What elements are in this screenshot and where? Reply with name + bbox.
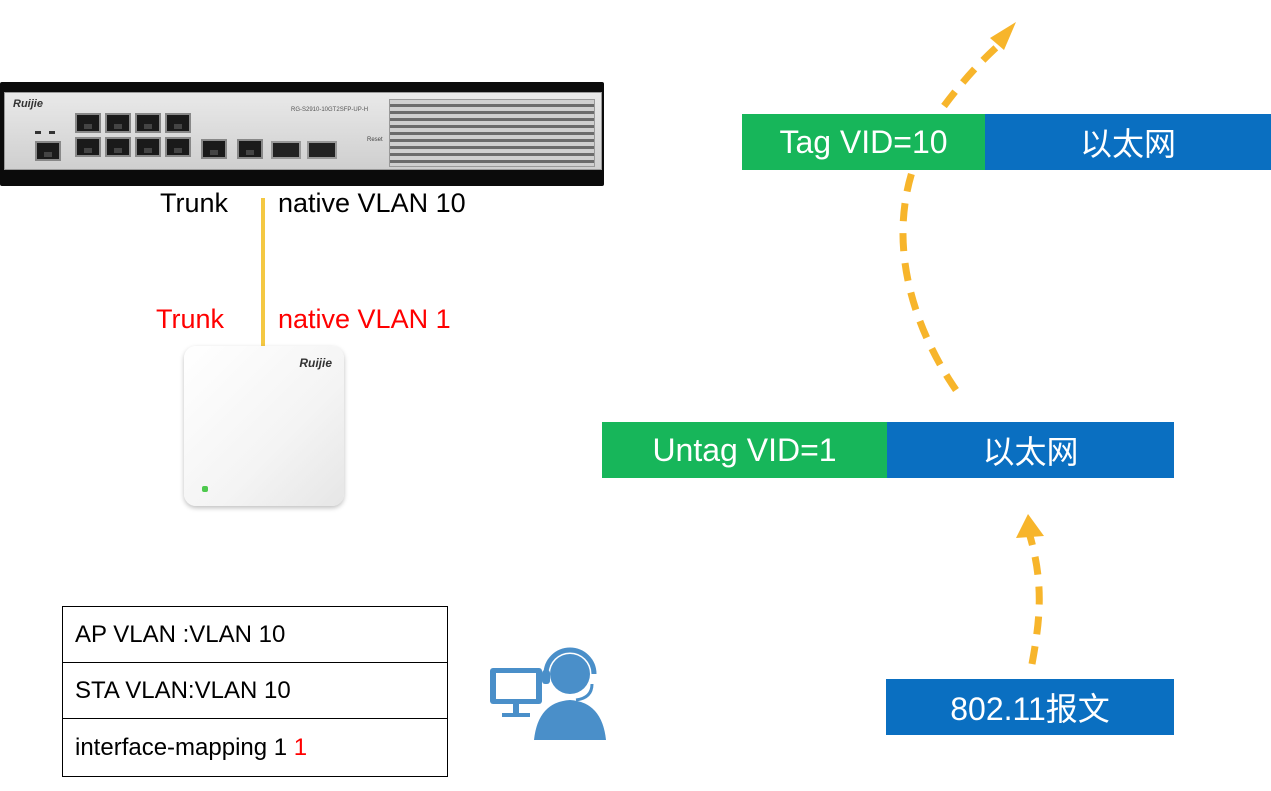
interface-mapping-row: interface-mapping 1 1 xyxy=(63,719,447,776)
switch-port-mode-label: Trunk xyxy=(160,188,229,218)
wireless-frame: 802.11报文 xyxy=(886,679,1174,735)
ap-vlan-row: AP VLAN :VLAN 10 xyxy=(63,607,447,663)
console-port xyxy=(35,141,61,161)
untag-field: Untag VID=1 xyxy=(602,422,887,478)
config-table: AP VLAN :VLAN 10 STA VLAN:VLAN 10 interf… xyxy=(62,606,448,777)
poe-led xyxy=(49,131,55,134)
ap-brand-logo: Ruijie xyxy=(299,356,332,370)
arrow-up-top xyxy=(941,41,1003,109)
arrow-up-middle xyxy=(899,170,959,392)
switch-reset-label: Reset xyxy=(367,137,383,143)
vent-grille xyxy=(389,99,595,167)
ap-port-mode-label: Trunk xyxy=(156,304,225,334)
interface-mapping-text: interface-mapping 1 xyxy=(75,733,294,761)
switch-brand-logo: Ruijie xyxy=(13,98,43,110)
tagged-frame: Tag VID=10 以太网 xyxy=(742,114,1271,170)
ethernet-port xyxy=(75,137,101,157)
ap-native-vlan-label: native VLAN 1 xyxy=(278,304,451,334)
switch-model-label: RG-S2910-10GT2SFP-UP-H xyxy=(291,107,369,113)
ap-status-led xyxy=(202,486,208,492)
uplink-port xyxy=(201,139,227,159)
ethernet-cable xyxy=(261,198,265,350)
arrow-up-bottom xyxy=(1026,535,1043,665)
ethernet-port xyxy=(135,137,161,157)
access-point-device: Ruijie xyxy=(184,346,344,506)
ethernet-port xyxy=(165,113,191,133)
sfp-port xyxy=(271,141,301,159)
ethernet-payload-field: 以太网 xyxy=(887,422,1174,478)
vlan-tag-field: Tag VID=10 xyxy=(742,114,985,170)
80211-frame-field: 802.11报文 xyxy=(886,679,1174,735)
ethernet-port xyxy=(135,113,161,133)
sta-vlan-row: STA VLAN:VLAN 10 xyxy=(63,663,447,719)
ap-vlan-text: AP VLAN :VLAN 10 xyxy=(75,620,286,648)
ethernet-payload-field: 以太网 xyxy=(985,114,1271,170)
arrowhead-top xyxy=(990,22,1016,50)
sfp-port xyxy=(307,141,337,159)
untagged-frame: Untag VID=1 以太网 xyxy=(602,422,1174,478)
status-led xyxy=(35,131,41,134)
ethernet-port xyxy=(105,113,131,133)
ethernet-port xyxy=(75,113,101,133)
arrowhead-bottom xyxy=(1016,514,1044,538)
interface-mapping-highlight: 1 xyxy=(293,733,308,761)
switch-native-vlan-label: native VLAN 10 xyxy=(278,188,466,218)
switch-front-panel: Ruijie RG-S2910-10GT2SFP-UP-H Reset xyxy=(4,92,602,170)
switch-device: Ruijie RG-S2910-10GT2SFP-UP-H Reset xyxy=(0,82,604,186)
ethernet-port xyxy=(165,137,191,157)
support-agent-icon xyxy=(490,647,606,740)
uplink-port xyxy=(237,139,263,159)
ethernet-port xyxy=(105,137,131,157)
sta-vlan-text: STA VLAN:VLAN 10 xyxy=(75,676,291,704)
